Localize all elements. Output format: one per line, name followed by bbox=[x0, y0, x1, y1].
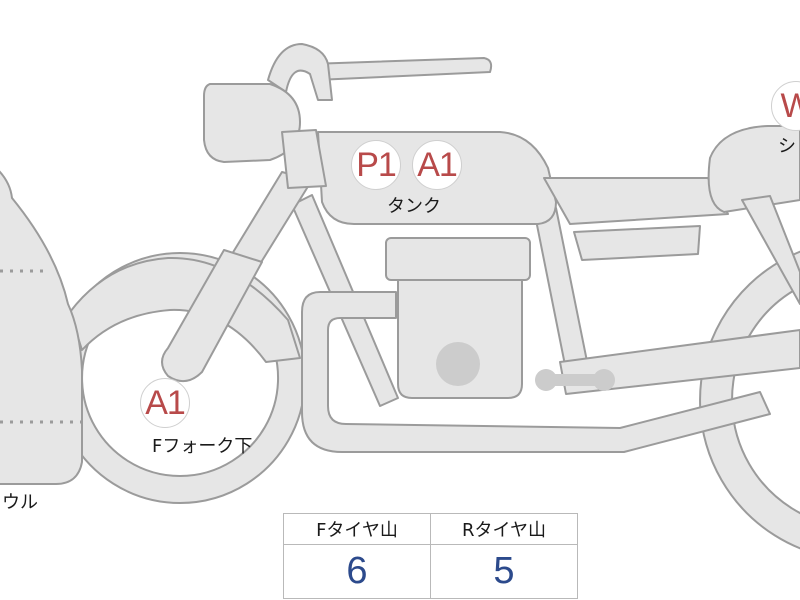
tire-table-value-row: 6 5 bbox=[283, 544, 578, 599]
badge-code: A1 bbox=[145, 383, 186, 422]
handlebar bbox=[309, 57, 493, 81]
side-cover bbox=[573, 225, 701, 261]
badge-code: P1 bbox=[356, 145, 397, 184]
rear-wheel bbox=[699, 250, 800, 550]
headlight bbox=[203, 83, 301, 163]
engine-cover bbox=[436, 342, 480, 386]
footpeg-right bbox=[593, 369, 615, 391]
engine-crankcase bbox=[397, 275, 523, 399]
footpeg-bar bbox=[546, 374, 604, 386]
front-fork-label: Fフォーク下 bbox=[152, 436, 253, 457]
front-cowl bbox=[0, 170, 83, 485]
tire-tread-table: Fタイヤ山 Rタイヤ山 6 5 bbox=[283, 513, 578, 599]
mirror bbox=[267, 43, 333, 101]
front-tire-value: 6 bbox=[283, 544, 431, 599]
rear-tire-header: Rタイヤ山 bbox=[430, 513, 578, 545]
engine-cylinder bbox=[385, 237, 531, 281]
badge-code: W bbox=[780, 86, 800, 125]
tank-code-badge-p1: P1 bbox=[351, 140, 401, 190]
tail-section bbox=[707, 125, 800, 213]
seat-label: シ bbox=[778, 136, 796, 157]
fork-code-badge-a1: A1 bbox=[140, 378, 190, 428]
fork-bracket bbox=[281, 129, 327, 189]
front-fork-lower bbox=[161, 249, 263, 383]
cowl-label: ウル bbox=[2, 492, 38, 513]
tank-code-badge-a1: A1 bbox=[412, 140, 462, 190]
rear-shock bbox=[741, 195, 800, 305]
rear-tire-value: 5 bbox=[430, 544, 578, 599]
seat bbox=[543, 177, 729, 225]
tank-label: タンク bbox=[387, 196, 441, 217]
exhaust-pipe bbox=[301, 291, 771, 453]
badge-code: A1 bbox=[417, 145, 458, 184]
tire-table-header-row: Fタイヤ山 Rタイヤ山 bbox=[283, 513, 578, 545]
front-tire-header: Fタイヤ山 bbox=[283, 513, 431, 545]
